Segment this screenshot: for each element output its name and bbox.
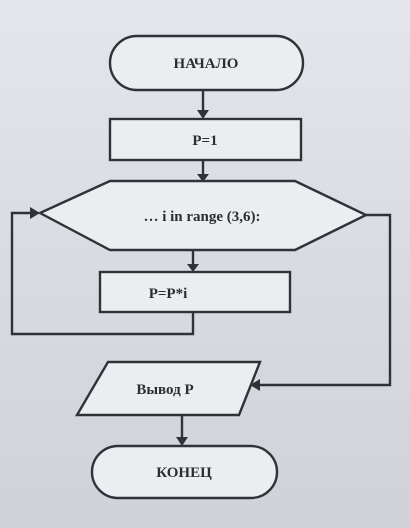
exit-arrow	[250, 379, 260, 391]
start-terminator	[108, 34, 305, 92]
init-process	[108, 117, 303, 162]
start-label: НАЧАЛО	[174, 56, 239, 72]
loop-back-line	[10, 211, 195, 336]
end-label: КОНЕЦ	[156, 465, 212, 481]
loop-label: … i in range (3,6):	[143, 209, 260, 225]
output-parallelogram	[74, 360, 262, 417]
loop-back-arrow	[30, 207, 40, 219]
output-label: Вывод P	[136, 382, 193, 398]
arrow-init-loop	[197, 174, 209, 182]
body-process	[98, 270, 292, 314]
arrow-start-init	[197, 110, 209, 119]
exit-line	[258, 213, 392, 387]
arrow-loop-body	[187, 264, 199, 272]
arrow-output-end	[176, 437, 188, 446]
init-label: P=1	[192, 133, 217, 149]
body-label: P=P*i	[149, 286, 188, 302]
end-terminator	[90, 444, 279, 500]
